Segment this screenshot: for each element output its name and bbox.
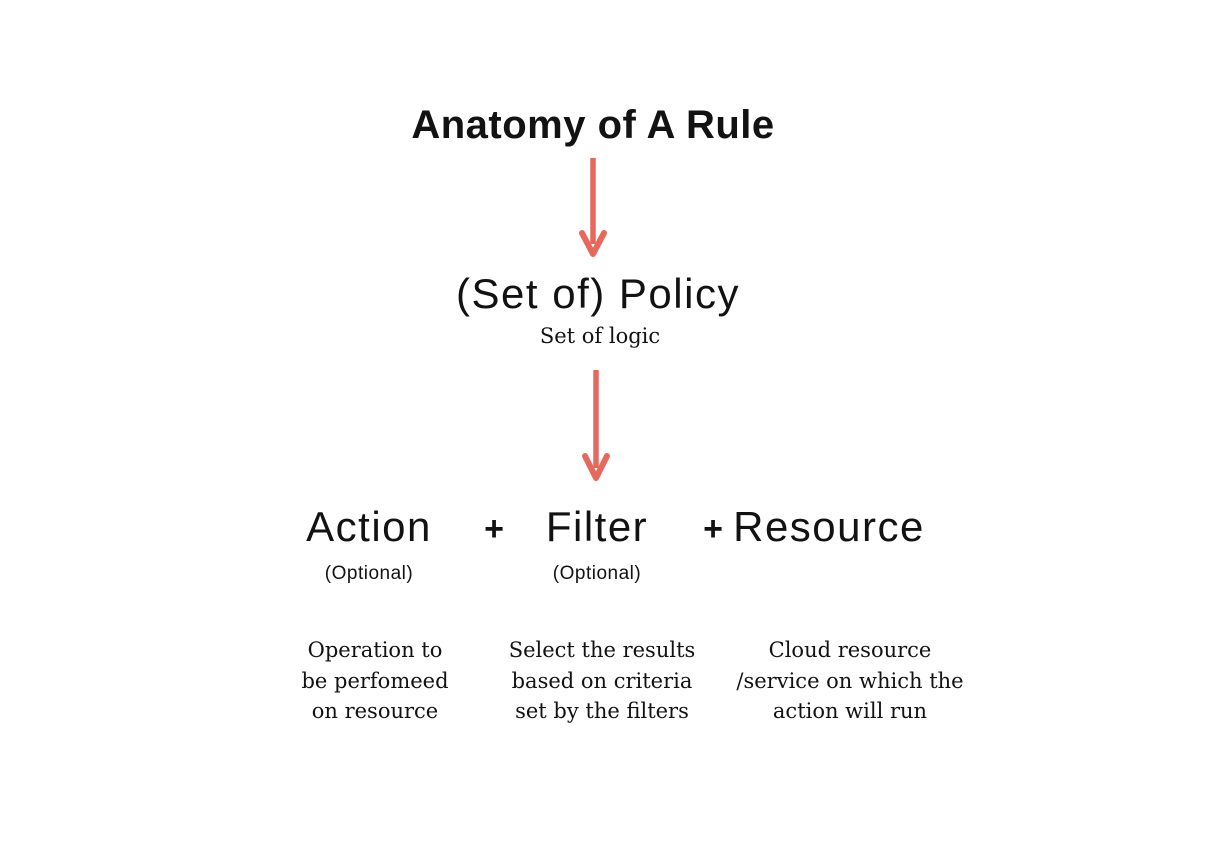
arrow-down-icon (580, 368, 612, 484)
plus-sign: + (703, 510, 723, 548)
diagram-title: Anatomy of A Rule (411, 103, 775, 147)
optional-note-filter: (Optional) (552, 563, 642, 584)
policy-sublabel: Set of logic (539, 324, 661, 348)
component-description-action: Operation to be perfomeed on resource (301, 638, 449, 723)
component-label-resource: Resource (733, 503, 925, 550)
plus-sign: + (484, 510, 504, 548)
policy-label: (Set of) Policy (456, 270, 740, 317)
component-description-resource: Cloud resource /service on which the act… (736, 638, 964, 723)
optional-note-action: (Optional) (324, 563, 414, 584)
component-label-action: Action (306, 503, 432, 550)
arrow-down-icon (577, 156, 609, 260)
component-description-filter: Select the results based on criteria set… (508, 638, 696, 723)
component-label-filter: Filter (545, 503, 649, 550)
